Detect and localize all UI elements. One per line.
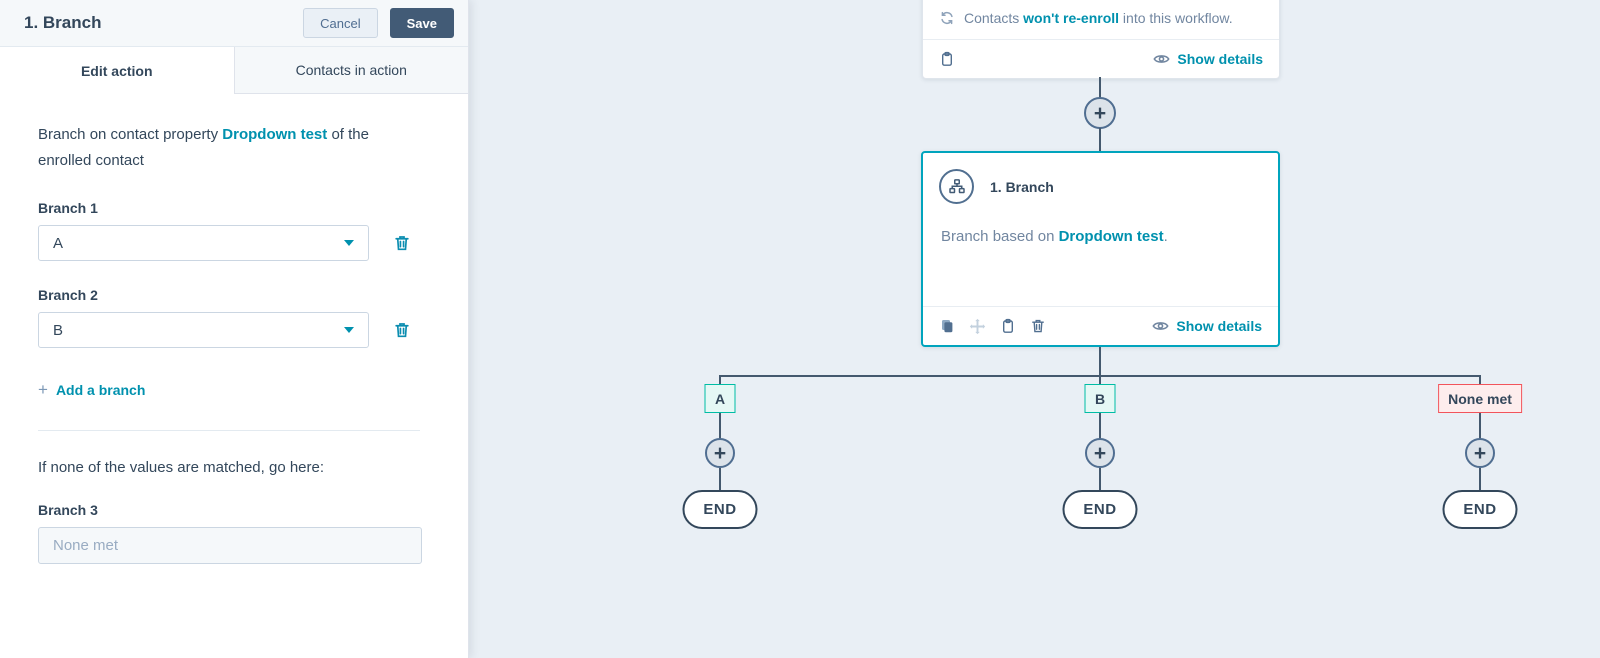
tab-contacts-in-action[interactable]: Contacts in action bbox=[233, 47, 468, 94]
clipboard-icon bbox=[942, 51, 953, 66]
end-node-a: END bbox=[682, 490, 758, 529]
connector-line bbox=[719, 413, 721, 439]
branch-description: Branch on contact property Dropdown test… bbox=[38, 122, 388, 174]
clipboard-icon bbox=[1003, 318, 1014, 333]
trash-icon bbox=[395, 236, 409, 251]
insert-action-button-none[interactable]: + bbox=[1465, 438, 1495, 468]
branch1-label: Branch 1 bbox=[38, 200, 98, 216]
page-title: 1. Branch bbox=[24, 13, 102, 32]
plus-icon: + bbox=[713, 441, 727, 465]
move-icon bbox=[969, 318, 986, 334]
branch-action-card[interactable]: 1. Branch Branch based on Dropdown test. bbox=[921, 151, 1280, 347]
enroll-show-details-link[interactable]: Show details bbox=[1153, 51, 1263, 67]
re-enroll-link[interactable]: won't re-enroll bbox=[1023, 10, 1120, 26]
chevron-down-icon bbox=[344, 240, 354, 246]
end-node-b: END bbox=[1062, 490, 1138, 529]
branch1-value: A bbox=[53, 234, 64, 252]
tab-edit-action[interactable]: Edit action bbox=[0, 47, 234, 94]
plus-icon: + bbox=[1473, 441, 1487, 465]
eye-icon bbox=[1152, 322, 1170, 330]
branch-icon-circle bbox=[939, 169, 974, 204]
branch-card-body: Branch based on Dropdown test. bbox=[923, 204, 1278, 245]
branch-label-a: A bbox=[704, 384, 736, 413]
connector-line bbox=[1479, 468, 1481, 490]
branch1-select[interactable]: A bbox=[38, 225, 369, 261]
branch-label-b: B bbox=[1084, 384, 1116, 413]
connector-line bbox=[1099, 413, 1101, 439]
plus-icon: + bbox=[1093, 101, 1107, 125]
delete-branch2-button[interactable] bbox=[393, 321, 411, 339]
plus-icon: + bbox=[1093, 441, 1107, 465]
trash-icon bbox=[1032, 319, 1044, 333]
connector-line bbox=[1099, 468, 1101, 490]
insert-action-button-a[interactable]: + bbox=[705, 438, 735, 468]
connector-line bbox=[1099, 77, 1101, 98]
branch-card-title: 1. Branch bbox=[990, 178, 1054, 195]
delete-branch1-button[interactable] bbox=[393, 234, 411, 252]
show-details-label: Show details bbox=[1176, 318, 1262, 334]
panel-tabs: Edit action Contacts in action bbox=[0, 46, 468, 94]
connector-line bbox=[1479, 375, 1481, 384]
trash-icon bbox=[395, 323, 409, 338]
insert-action-button-top[interactable]: + bbox=[1084, 97, 1116, 129]
connector-line bbox=[1099, 375, 1101, 384]
plus-icon: + bbox=[38, 380, 48, 399]
save-button[interactable]: Save bbox=[389, 8, 454, 38]
connector-line bbox=[1479, 413, 1481, 439]
description-suffix: of the enrolled contact bbox=[38, 126, 369, 169]
duplicate-button[interactable] bbox=[939, 318, 955, 334]
clipboard-button[interactable] bbox=[939, 51, 955, 67]
section-divider bbox=[38, 430, 420, 431]
end-node-none: END bbox=[1442, 490, 1518, 529]
branch-show-details-link[interactable]: Show details bbox=[1152, 318, 1262, 334]
connector-line bbox=[719, 375, 721, 384]
branch2-value: B bbox=[53, 321, 64, 339]
branch2-label: Branch 2 bbox=[38, 287, 98, 303]
copy-icon bbox=[942, 320, 953, 333]
connector-line bbox=[719, 468, 721, 490]
add-branch-button[interactable]: + Add a branch bbox=[38, 380, 428, 400]
enroll-suffix: into this workflow. bbox=[1119, 10, 1233, 26]
branch-icon bbox=[948, 178, 965, 193]
property-link[interactable]: Dropdown test bbox=[222, 126, 328, 143]
clipboard-button[interactable] bbox=[1000, 318, 1016, 334]
connector-line bbox=[1099, 347, 1101, 377]
branch3-input[interactable] bbox=[38, 527, 422, 564]
panel-header: 1. Branch Cancel Save bbox=[0, 0, 468, 46]
description-prefix: Branch on contact property bbox=[38, 126, 223, 143]
body-prefix: Branch based on bbox=[941, 228, 1059, 245]
insert-action-button-b[interactable]: + bbox=[1085, 438, 1115, 468]
move-button[interactable] bbox=[969, 318, 986, 335]
action-editor-panel: 1. Branch Cancel Save Edit action Contac… bbox=[0, 0, 469, 658]
property-link[interactable]: Dropdown test bbox=[1058, 228, 1164, 245]
show-details-label: Show details bbox=[1177, 51, 1263, 67]
cancel-button[interactable]: Cancel bbox=[303, 8, 378, 38]
branch2-select[interactable]: B bbox=[38, 312, 369, 348]
chevron-down-icon bbox=[344, 327, 354, 333]
add-branch-label: Add a branch bbox=[55, 382, 146, 398]
fallback-intro-text: If none of the values are matched, go he… bbox=[38, 459, 325, 476]
eye-icon bbox=[1153, 55, 1171, 63]
body-suffix: . bbox=[1163, 228, 1168, 245]
re-enroll-sync-icon bbox=[941, 11, 953, 25]
enroll-prefix: Contacts bbox=[964, 10, 1024, 26]
connector-line bbox=[1099, 128, 1101, 152]
delete-action-button[interactable] bbox=[1030, 318, 1046, 334]
branch-label-none-met: None met bbox=[1438, 384, 1522, 413]
enrollment-card: Contacts won't re-enroll into this workf… bbox=[922, 0, 1280, 79]
enroll-message: Contacts won't re-enroll into this workf… bbox=[964, 10, 1233, 26]
workflow-canvas[interactable]: Contacts won't re-enroll into this workf… bbox=[469, 0, 1600, 658]
branch3-label: Branch 3 bbox=[38, 502, 98, 518]
